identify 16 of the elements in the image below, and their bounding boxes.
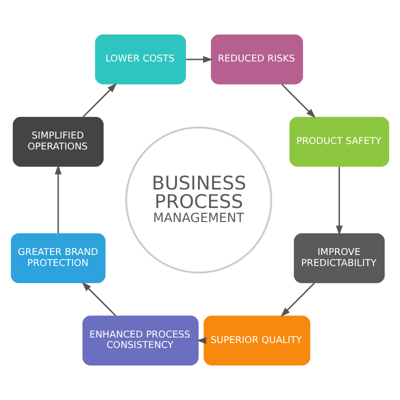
node-circle: BUSINESS PROCESS MANAGEMENT [125, 126, 272, 274]
node-box: PRODUCT SAFETY [289, 116, 390, 167]
arrow [196, 337, 206, 344]
arrow [186, 56, 213, 63]
arrow [82, 282, 116, 316]
arrow [82, 83, 117, 118]
arrow [281, 84, 316, 118]
node-box: IMPROVE PREDICTABILITY [294, 233, 385, 284]
arrow [336, 166, 343, 236]
node-box: SIMPLIFIED OPERATIONS [12, 116, 104, 167]
node-box: GREATER BRAND PROTECTION [10, 233, 106, 284]
node-box: ENHANCED PROCESS CONSISTENCY [82, 316, 199, 366]
arrow [280, 282, 315, 317]
node-box: LOWER COSTS [95, 34, 186, 84]
arrow [54, 164, 62, 234]
node-box: REDUCED RISKS [210, 34, 304, 84]
